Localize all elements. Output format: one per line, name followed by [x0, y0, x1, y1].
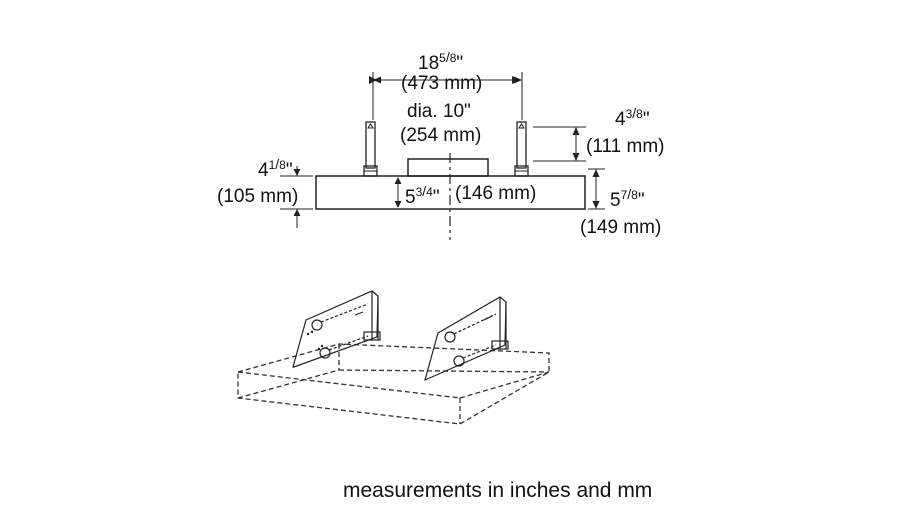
duct-collar [407, 158, 489, 177]
bracket-height-metric-label: (111 mm) [586, 136, 665, 157]
iso-left-bracket-dots [306, 330, 324, 351]
iso-left-bracket [292, 290, 381, 368]
left-height-metric-label: (105 mm) [217, 186, 299, 207]
center-height-metric-label: (146 mm) [455, 183, 537, 204]
left-height-inch-label: 41/8" [258, 156, 293, 181]
bracket-height-inch-label: 43/8" [615, 105, 650, 130]
duct-diameter-label: dia. 10" [407, 101, 471, 122]
center-height-dimension-lines [394, 177, 402, 208]
right-height-metric-label: (149 mm) [580, 217, 662, 238]
measurements-caption: measurements in inches and mm [343, 479, 653, 502]
left-height-dimension-lines [280, 166, 313, 228]
right-bracket [514, 121, 529, 177]
bracket-height-dimension-lines [533, 126, 586, 162]
hood-box-outline [237, 343, 550, 425]
right-height-inch-label: 57/8" [610, 186, 645, 211]
center-height-inch-label: 53/4" [405, 183, 440, 208]
duct-metric-label: (254 mm) [400, 125, 482, 146]
width-metric-label: (473 mm) [401, 73, 483, 94]
width-dimension-lines [369, 72, 523, 120]
right-height-dimension-lines [588, 168, 605, 210]
iso-right-bracket [424, 296, 509, 382]
width-inch-label: 185/8" [418, 49, 464, 74]
left-bracket [363, 121, 378, 177]
